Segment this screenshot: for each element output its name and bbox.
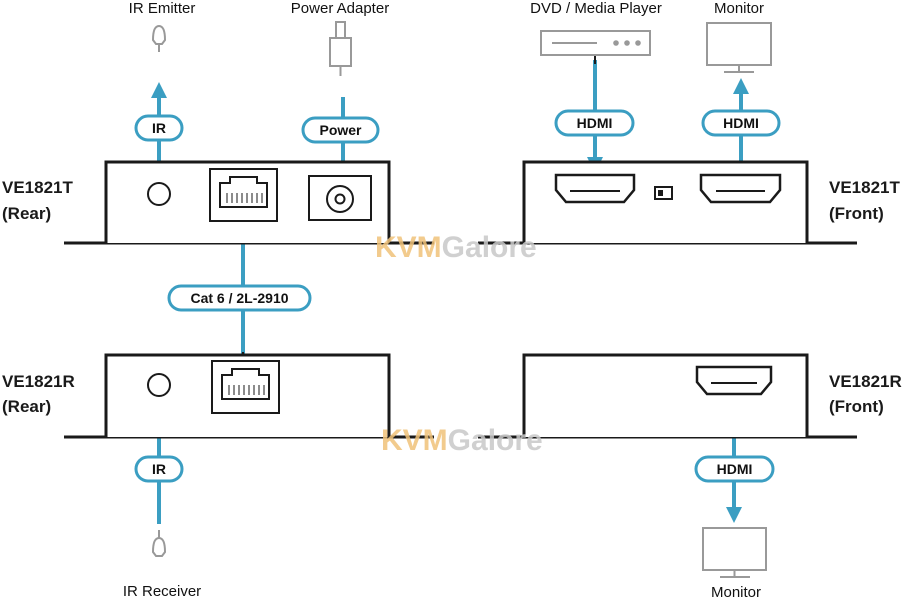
rx-rear-ports: [147, 360, 280, 414]
cable-label: Cat 6 / 2L-2910: [190, 290, 288, 306]
watermark-galore: Galore: [442, 231, 537, 264]
device-labels: VE1821T (Rear) VE1821T (Front) VE1821R (…: [2, 178, 902, 416]
tx-front-side: (Front): [829, 204, 884, 223]
dvd-player-icon: [540, 30, 651, 56]
hdmi-in-port-icon: [554, 173, 636, 204]
connection-labels: IR Power HDMI HDMI Cat 6 / 2L-2910 IR HD…: [134, 109, 781, 483]
watermark-bottom: KVMGalore: [381, 424, 543, 457]
hdmi-out-top-label: HDMI: [723, 115, 759, 131]
tx-rear-model: VE1821T: [2, 178, 73, 197]
ir-bottom-label: IR: [152, 461, 166, 477]
ir-emitter-label: IR Emitter: [129, 0, 196, 17]
peripheral-labels: IR Emitter Power Adapter DVD / Media Pla…: [123, 0, 764, 600]
rx-front-model: VE1821R: [829, 372, 902, 391]
watermark-galore: Galore: [448, 424, 543, 457]
rx-front-unit: [522, 353, 809, 437]
power-adapter-label: Power Adapter: [291, 0, 389, 17]
watermark-kvm: KVM: [381, 424, 448, 457]
rx-rear-side: (Rear): [2, 397, 51, 416]
tx-rear-ports: [147, 168, 372, 222]
rj45-port-icon: [211, 360, 280, 414]
monitor-top-label: Monitor: [714, 0, 764, 17]
ir-emitter-icon: [151, 24, 167, 52]
ir-top-label: IR: [152, 120, 166, 136]
ir-receiver-label: IR Receiver: [123, 583, 201, 600]
rx-front-ports: [695, 365, 773, 396]
tx-front-ports: [554, 173, 782, 204]
power-label: Power: [319, 122, 362, 138]
unit-boxes: [104, 160, 809, 437]
monitor-top-icon: [706, 22, 772, 73]
hdmi-out-bottom-label: HDMI: [717, 461, 753, 477]
ir-port-icon: [147, 182, 171, 206]
rx-rear-model: VE1821R: [2, 372, 75, 391]
power-port-icon: [308, 175, 372, 221]
svg-text:KVMGalore: KVMGalore: [375, 231, 537, 264]
monitor-bottom-icon: [702, 527, 767, 578]
rx-rear-unit: [104, 353, 391, 437]
ir-port-icon: [147, 373, 171, 397]
watermark-top: KVMGalore: [375, 231, 537, 264]
hdmi-out-port-icon: [695, 365, 773, 396]
tx-rear-side: (Rear): [2, 204, 51, 223]
tx-front-unit: [522, 160, 809, 243]
svg-text:KVMGalore: KVMGalore: [381, 424, 543, 457]
ir-receiver-icon: [151, 530, 167, 557]
watermark-kvm: KVM: [375, 231, 442, 264]
rx-front-side: (Front): [829, 397, 884, 416]
rj45-port-icon: [209, 168, 278, 222]
switch-icon: [654, 186, 673, 200]
tx-front-model: VE1821T: [829, 178, 900, 197]
dvd-player-label: DVD / Media Player: [530, 0, 662, 17]
hdmi-out-port-icon: [699, 173, 782, 204]
hdmi-in-label: HDMI: [577, 115, 613, 131]
power-adapter-icon: [329, 21, 352, 76]
monitor-bottom-label: Monitor: [711, 584, 761, 600]
